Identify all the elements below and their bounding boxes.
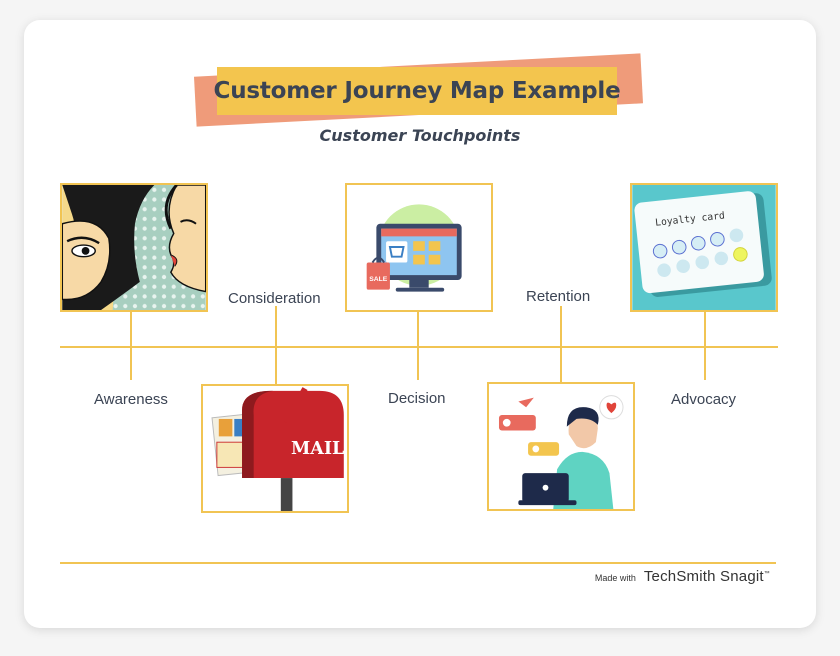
connector-retention [560, 306, 562, 384]
title-banner: Customer Journey Map Example [195, 55, 645, 125]
connector-decision [417, 312, 419, 380]
mailbox-illustration: MAIL [203, 386, 347, 511]
title-banner-front: Customer Journey Map Example [217, 67, 617, 115]
pop-art-whisper-illustration [62, 185, 206, 310]
timeline-line [60, 346, 778, 348]
connector-consideration [275, 306, 277, 384]
loyalty-card-illustration: Loyalty card [632, 185, 776, 310]
brand-logo-text: TechSmith Snagit™ [644, 568, 770, 585]
retention-image [487, 382, 635, 511]
subtitle: Customer Touchpoints [0, 126, 840, 145]
stage-label-consideration: Consideration [228, 290, 321, 307]
awareness-image [60, 183, 208, 312]
mailbox-text: MAIL [291, 439, 344, 459]
online-shopping-illustration: SALE [347, 185, 491, 310]
footer-credit: Made with TechSmith Snagit™ [595, 568, 770, 585]
made-with-text: Made with [595, 573, 636, 583]
decision-image: SALE [345, 183, 493, 312]
advocacy-image: Loyalty card [630, 183, 778, 312]
trademark-mark: ™ [764, 571, 770, 577]
connector-advocacy [704, 312, 706, 380]
stage-label-awareness: Awareness [94, 391, 168, 408]
stage-label-decision: Decision [388, 390, 446, 407]
connector-awareness [130, 312, 132, 380]
stage-label-retention: Retention [526, 288, 590, 305]
page-title: Customer Journey Map Example [217, 67, 617, 115]
stage-label-advocacy: Advocacy [671, 391, 736, 408]
footer-divider [60, 562, 776, 564]
brand-name: TechSmith Snagit [644, 568, 764, 585]
consideration-image: MAIL [201, 384, 349, 513]
sale-tag-text: SALE [369, 276, 388, 283]
person-laptop-illustration [489, 384, 633, 509]
